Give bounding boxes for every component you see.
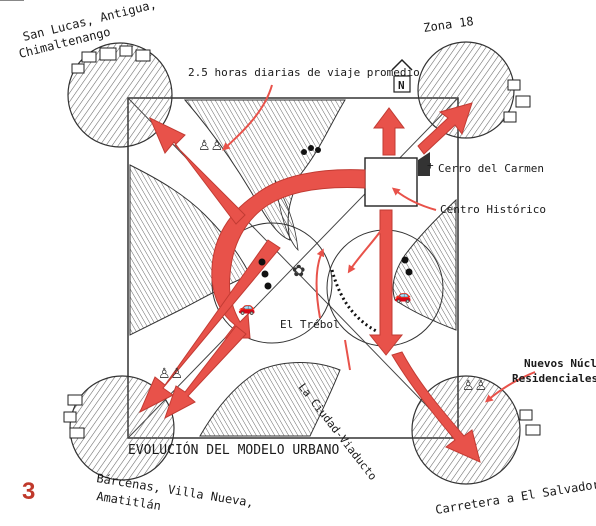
figure-number: 3 bbox=[22, 478, 35, 506]
pedestrian-icon-3: ♙♙ bbox=[462, 378, 487, 394]
svg-text:+: + bbox=[427, 159, 434, 172]
clover-icon: ✿ bbox=[292, 261, 305, 280]
trebol-label: El Trébol bbox=[280, 318, 340, 331]
north-letter: N bbox=[398, 79, 405, 92]
pedestrian-icon: ♙♙ bbox=[198, 138, 223, 154]
nuevos-label-1: Nuevos Núcle bbox=[524, 357, 596, 370]
car-icon: 🚗 bbox=[238, 300, 255, 316]
nuevos-label-2: Residenciales bbox=[512, 372, 596, 385]
cerro-label: Cerro del Carmen bbox=[438, 162, 544, 175]
zone-circle-ne bbox=[418, 42, 514, 138]
centro-label: Centro Histórico bbox=[440, 203, 546, 216]
pedestrian-icon-2: ♙♙ bbox=[158, 366, 183, 382]
ne-zone-label: Zona 18 bbox=[422, 14, 474, 35]
ravine-east bbox=[393, 200, 456, 330]
car-icon-2: 🚗 bbox=[394, 288, 411, 304]
diagram-title: EVOLUCIÓN DEL MODELO URBANO bbox=[128, 442, 339, 458]
travel-time-label: 2.5 horas diarias de viaje promedio bbox=[188, 66, 420, 79]
